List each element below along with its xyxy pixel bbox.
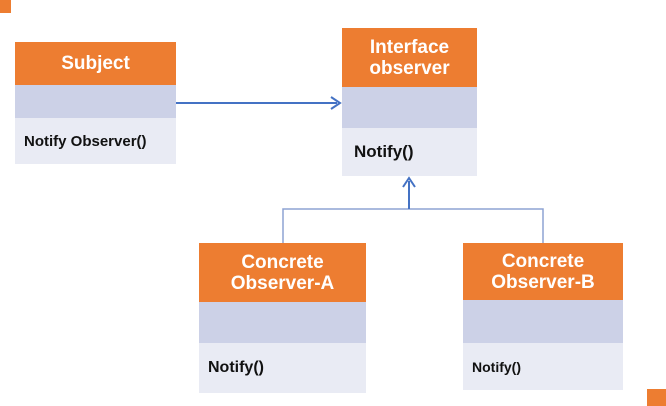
concrete-observer-b-title-line2: Observer-B [491,271,595,293]
concrete-observer-a-class-box: Concrete Observer-A Notify() [199,243,366,393]
interface-observer-header: Interface observer [342,28,477,87]
concrete-observer-a-methods-band: Notify() [199,343,366,393]
interface-observer-title-line2: observer [369,57,450,79]
concrete-observer-b-methods-band: Notify() [463,343,623,390]
subject-method-label: Notify Observer() [24,132,147,150]
concrete-observer-b-attributes-band [463,300,623,343]
interface-observer-method-label: Notify() [354,142,414,161]
concrete-observer-b-class-box: Concrete Observer-B Notify() [463,243,623,390]
concrete-observer-a-method-label: Notify() [208,359,264,376]
concrete-observer-b-title-line1: Concrete [501,250,585,272]
generalization-connector [282,208,544,243]
subject-header: Subject [15,42,176,85]
subject-attributes-band [15,85,176,118]
subject-title: Subject [61,53,130,74]
association-arrowhead-icon [330,96,342,110]
corner-artifact-top-left [0,0,11,13]
subject-methods-band: Notify Observer() [15,118,176,164]
concrete-observer-b-header: Concrete Observer-B [463,243,623,300]
up-arrowhead-icon [402,176,416,188]
concrete-observer-b-method-label: Notify() [472,358,521,375]
corner-artifact-bottom-right [647,389,666,406]
interface-observer-attributes-band [342,87,477,128]
concrete-observer-a-title-line1: Concrete [241,251,324,273]
interface-observer-title-line1: Interface [369,36,450,58]
concrete-observer-a-title-line2: Observer-A [230,272,335,294]
concrete-observer-a-header: Concrete Observer-A [199,243,366,302]
subject-class-box: Subject Notify Observer() [15,42,176,164]
interface-observer-class-box: Interface observer Notify() [342,28,477,176]
interface-observer-methods-band: Notify() [342,128,477,176]
concrete-observer-a-attributes-band [199,302,366,343]
